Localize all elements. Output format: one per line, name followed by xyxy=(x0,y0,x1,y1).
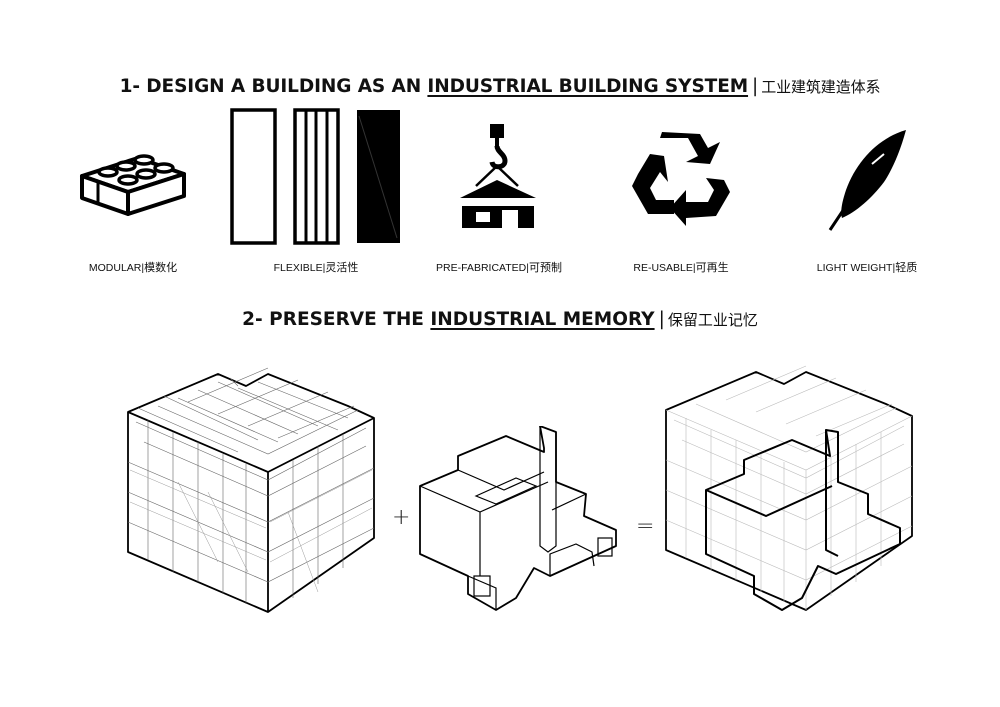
section-2-separator: | xyxy=(658,309,665,330)
new-volume-drawing xyxy=(419,426,617,611)
section-2-emphasis: INDUSTRIAL MEMORY xyxy=(430,309,655,330)
label-reusable: RE-USABLE|可再生 xyxy=(633,261,729,274)
label-flexible: FLEXIBLE|灵活性 xyxy=(273,261,359,274)
label-prefabricated: PRE-FABRICATED|可预制 xyxy=(436,261,562,274)
section-2-heading: 2- PRESERVE THE INDUSTRIAL MEMORY|保留工业记忆 xyxy=(0,309,1000,330)
label-modular: MODULAR|模数化 xyxy=(88,261,178,274)
section-1-heading: 1- DESIGN A BUILDING AS AN INDUSTRIAL BU… xyxy=(0,76,1000,97)
lego-brick-icon xyxy=(80,154,186,216)
label-lightweight: LIGHT WEIGHT|轻质 xyxy=(816,261,918,274)
flexible-panels-icon xyxy=(230,108,400,245)
plus-sign: + xyxy=(392,505,411,530)
section-1-prefix: 1- DESIGN A BUILDING AS AN xyxy=(119,76,428,97)
recycle-icon xyxy=(632,132,730,226)
section-1-separator: | xyxy=(752,76,759,97)
section-1-emphasis: INDUSTRIAL BUILDING SYSTEM xyxy=(427,76,749,97)
feather-icon xyxy=(828,130,906,231)
existing-industrial-building-drawing xyxy=(127,367,375,613)
section-2-chinese: 保留工业记忆 xyxy=(667,311,758,329)
section-2-prefix: 2- PRESERVE THE xyxy=(242,309,431,330)
section-1-chinese: 工业建筑建造体系 xyxy=(761,78,881,96)
crane-hook-house-icon xyxy=(460,124,536,228)
combined-building-drawing xyxy=(665,365,913,611)
equals-sign: = xyxy=(636,514,655,539)
